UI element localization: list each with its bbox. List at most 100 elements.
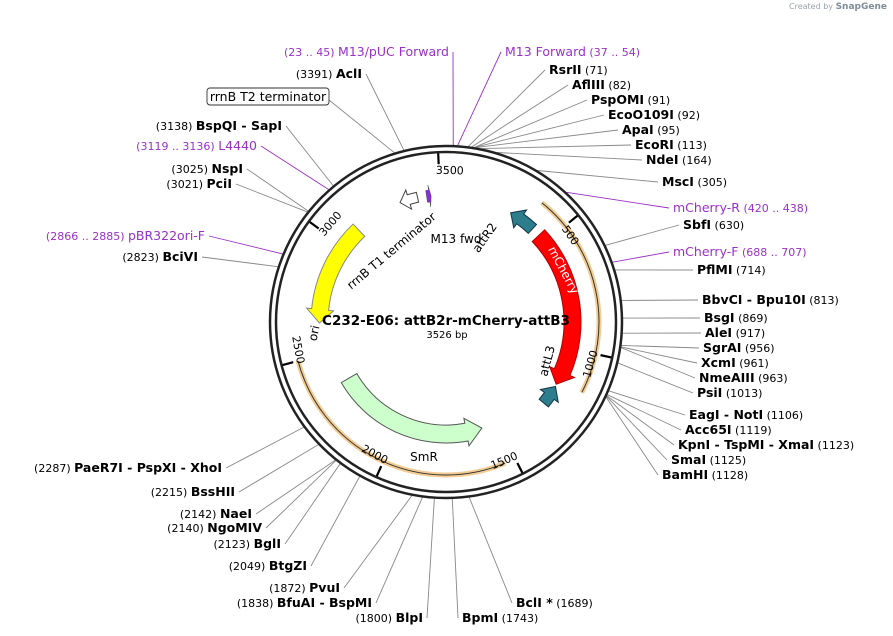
leader-lines <box>201 51 702 619</box>
leader-line <box>468 497 513 604</box>
leader-line <box>238 444 319 493</box>
mcherry-outline-line <box>541 202 600 393</box>
primer-label: (23 .. 45) M13/pUC Forward <box>284 44 449 59</box>
leader-line <box>608 390 686 416</box>
leader-line <box>208 235 283 255</box>
terminator-t2-label: rrnB T2 terminator <box>210 89 327 104</box>
leader-line <box>566 191 670 209</box>
leader-line <box>620 347 696 379</box>
terminator-label: rrnB T1 terminator <box>344 210 439 293</box>
tick-mark <box>437 153 440 165</box>
leader-line <box>457 51 502 146</box>
leader-line <box>201 256 278 268</box>
smr-outline-line <box>297 360 506 476</box>
enzyme-site-label: (2215) BssHII <box>151 484 235 499</box>
m13-fwd-feature <box>425 185 432 208</box>
leader-line <box>343 495 413 589</box>
plasmid-size: 3526 bp <box>426 330 467 341</box>
plasmid-backbone <box>268 144 624 500</box>
leader-line <box>481 144 632 150</box>
tick-label: 3500 <box>436 164 464 178</box>
enzyme-site-label: EcoRI (113) <box>635 137 707 152</box>
enzyme-site-label: (1838) BfuAI - BspMI <box>237 595 372 610</box>
leader-line <box>496 152 643 161</box>
enzyme-site-label: SmaI (1125) <box>671 452 746 467</box>
leader-line <box>474 114 605 148</box>
primer-label: mCherry-F (688 .. 707) <box>673 244 807 259</box>
tick-mark <box>516 462 524 474</box>
enzyme-site-label: (3391) AclI <box>296 66 362 81</box>
enzyme-site-label: ApaI (95) <box>622 122 680 137</box>
m13-fwd-label: M13 fwd <box>431 232 482 246</box>
enzyme-site-label: (3021) PciI <box>166 176 232 191</box>
leader-line <box>621 346 698 364</box>
primer-label: mCherry-R (420 .. 438) <box>673 200 808 215</box>
leader-line <box>365 73 405 151</box>
enzyme-site-label: (2823) BciVI <box>122 249 198 264</box>
enzyme-site-label: PspOMI (91) <box>591 92 670 107</box>
smr-feature <box>340 372 483 448</box>
enzyme-site-label: (2142) NaeI <box>180 506 252 521</box>
smr-label: SmR <box>410 450 438 464</box>
enzyme-site-label: (2049) BtgZI <box>229 558 307 573</box>
enzyme-site-label: NmeAIII (963) <box>699 370 788 385</box>
leader-line <box>260 145 329 190</box>
leader-line <box>605 224 680 246</box>
ori-label: ori <box>306 324 323 342</box>
tick-label: 1000 <box>580 349 600 380</box>
leader-line <box>225 426 304 469</box>
leader-line <box>246 168 309 212</box>
tick-label: 1500 <box>489 449 520 472</box>
attr2-feature <box>510 209 538 235</box>
leader-line <box>607 394 682 431</box>
tick-label: 2000 <box>359 442 390 467</box>
plasmid-name: C232-E06: attB2r-mCherry-attB3 <box>322 313 570 329</box>
leader-line <box>265 460 337 529</box>
enzyme-site-label: RsrII (71) <box>549 62 608 77</box>
enzyme-site-label: AflIII (82) <box>572 77 631 92</box>
leader-line <box>606 395 675 446</box>
backbone-outer <box>268 144 624 500</box>
enzyme-site-label: NdeI (164) <box>646 152 712 167</box>
leader-line <box>605 397 659 476</box>
leader-line <box>285 125 334 186</box>
leader-line <box>468 69 546 147</box>
enzyme-site-label: PsiI (1013) <box>697 385 762 400</box>
terminator-t2-box <box>206 87 330 106</box>
leader-line <box>451 498 459 619</box>
enzyme-site-label: BbvCI - Bpu10I (813) <box>702 292 839 307</box>
credit-prefix: Created by <box>789 2 834 11</box>
leader-line <box>310 476 361 567</box>
enzyme-site-label: (1800) BlpI <box>356 610 424 625</box>
leader-line <box>471 84 569 148</box>
enzyme-site-label: (3138) BspQI - SapI <box>156 118 282 133</box>
tick-label: 2500 <box>289 335 307 365</box>
primer-label: (3119 .. 3136) L4440 <box>136 138 257 153</box>
enzyme-site-label: BsgI (869) <box>704 310 768 325</box>
enzyme-site-label: XcmI (961) <box>701 355 769 370</box>
enzyme-site-label: (1872) PvuI <box>269 580 340 595</box>
enzyme-site-label: (2287) PaeR7I - PspXI - XhoI <box>34 460 222 475</box>
enzyme-site-label: KpnI - TspMI - XmaI (1123) <box>678 437 854 452</box>
leader-line <box>375 497 423 604</box>
tick-mark <box>568 214 579 224</box>
leader-line <box>475 129 619 148</box>
enzyme-site-label: SbfI (630) <box>683 217 744 232</box>
leader-line <box>537 170 659 183</box>
enzyme-site-label: MscI (305) <box>662 174 727 189</box>
enzyme-site-label: BclI * (1689) <box>516 595 593 610</box>
tick-mark <box>600 354 612 359</box>
enzyme-site-label: (2140) NgoMIV <box>167 520 262 535</box>
enzyme-site-label: EagI - NotI (1106) <box>689 407 803 422</box>
tick-mark <box>282 361 294 367</box>
snapgene-credit: Created by SnapGene <box>789 2 887 12</box>
enzyme-site-label: Acc65I (1119) <box>685 422 772 437</box>
primer-label: (2866 .. 2885) pBR322ori-F <box>46 228 205 243</box>
enzyme-site-label: BamHI (1128) <box>662 467 748 482</box>
leader-line <box>328 99 395 154</box>
tick-label: 3000 <box>317 209 345 239</box>
tick-mark <box>375 465 383 477</box>
ori-feature <box>305 223 366 324</box>
tick-mark <box>309 221 320 230</box>
